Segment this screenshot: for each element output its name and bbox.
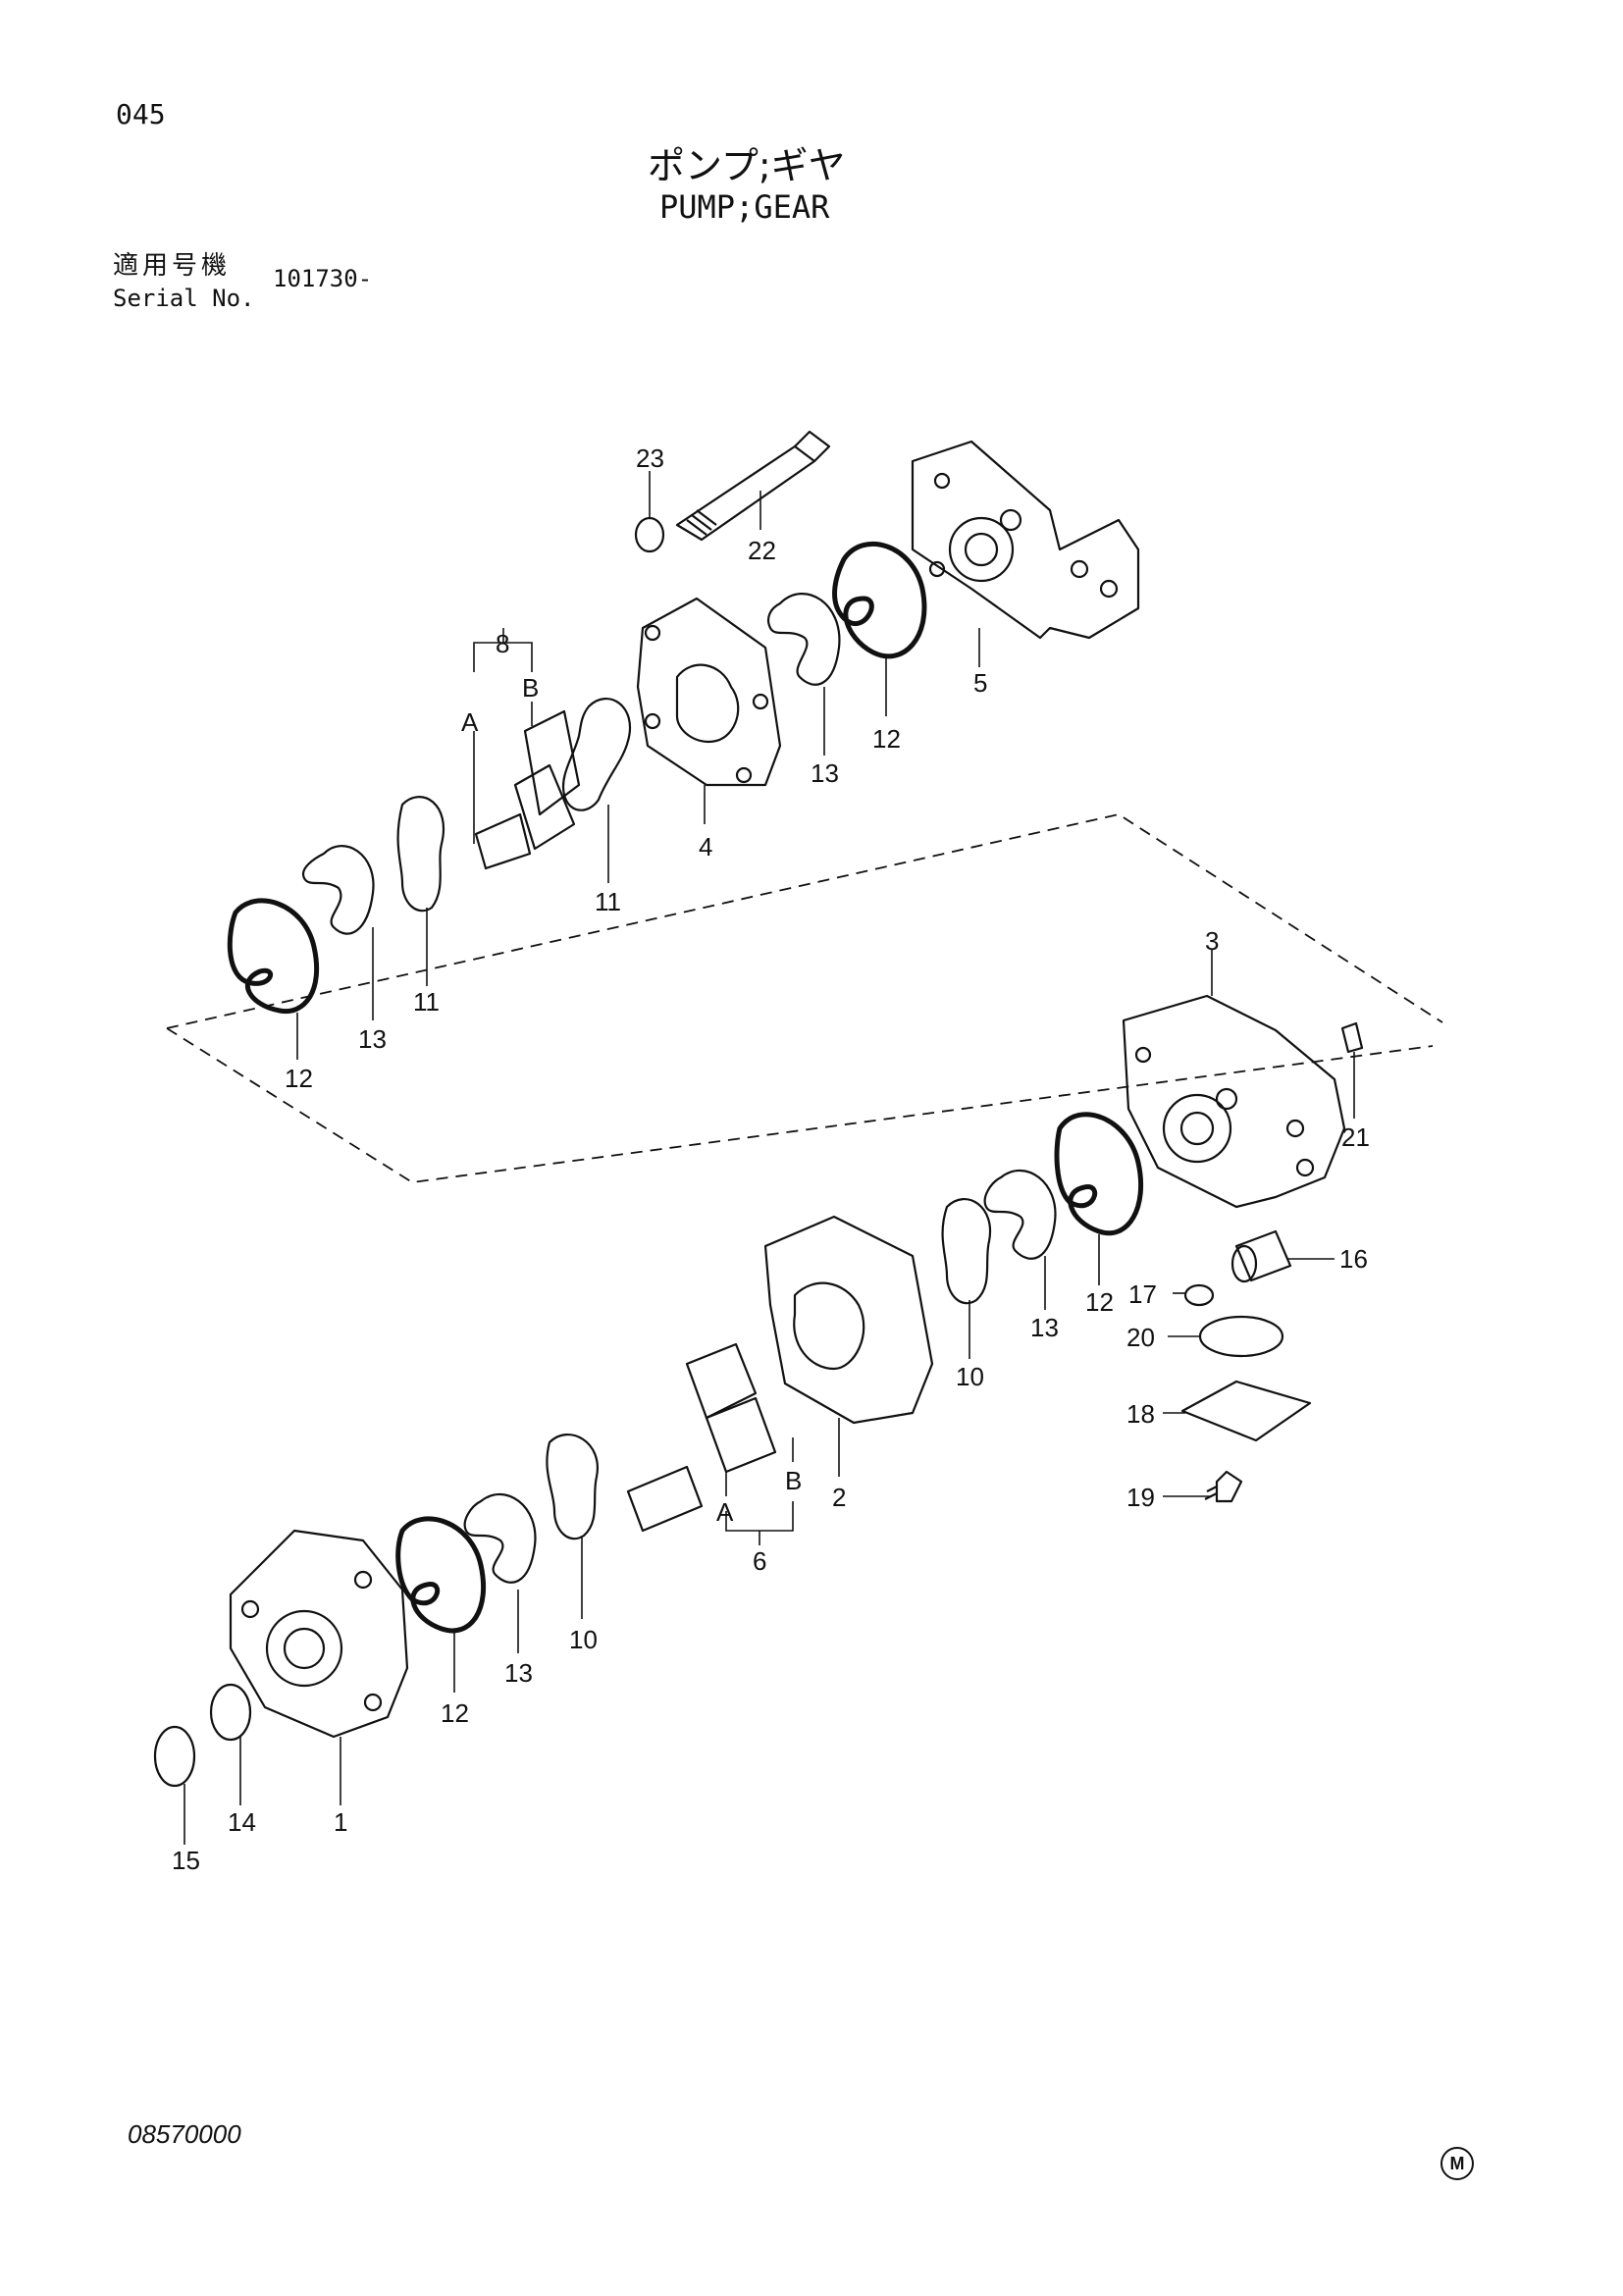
callout-22: 22	[748, 536, 776, 565]
part-13-gasket-lower-right	[983, 1169, 1057, 1260]
callout-2: 2	[832, 1483, 846, 1512]
callout-10: 10	[956, 1362, 984, 1391]
part-13-gasket-left	[301, 845, 375, 935]
dashed-alignment-line	[166, 813, 1443, 1183]
page-title-english: PUMP;GEAR	[659, 188, 830, 226]
callout-12: 12	[872, 724, 901, 754]
part-14-oil-seal	[209, 1683, 252, 1742]
part-13-gasket-upper	[766, 593, 841, 686]
leader-lines	[183, 471, 1355, 1845]
part-16-bearing	[1230, 1229, 1292, 1283]
part-5-cover	[911, 440, 1140, 640]
callout-11: 11	[413, 987, 440, 1017]
callout-13: 13	[358, 1024, 387, 1054]
serial-label-english: Serial No.	[113, 285, 255, 312]
part-22-bolt	[675, 430, 831, 542]
page-number: 045	[116, 98, 166, 130]
part-10-plate-lower-right	[941, 1197, 992, 1305]
callout-23: 23	[636, 444, 664, 473]
part-4-body	[636, 597, 782, 787]
part-6-gear-shaft	[626, 1342, 777, 1533]
callout-15: 15	[172, 1846, 200, 1875]
callout-12: 12	[1085, 1287, 1114, 1317]
callout-13: 13	[811, 758, 839, 788]
callout-1: 1	[334, 1807, 347, 1837]
callout-4: 4	[699, 832, 712, 861]
part-2-body	[763, 1215, 934, 1425]
part-11-plate-left	[396, 796, 445, 913]
part-11-plate-upper	[561, 697, 631, 811]
callout-5: 5	[973, 668, 987, 698]
part-17-ring	[1183, 1283, 1215, 1307]
callout-14: 14	[228, 1807, 256, 1837]
document-number: 08570000	[128, 2119, 241, 2149]
part-13-gasket-lower-left	[463, 1492, 537, 1584]
part-12-seal-left	[227, 898, 320, 1015]
page-title-japanese: ポンプ;ギヤ	[648, 144, 846, 187]
part-15-snap-ring	[153, 1725, 196, 1788]
callout-13: 13	[504, 1658, 533, 1688]
callout-label-b: B	[522, 673, 539, 703]
callout-19: 19	[1126, 1483, 1155, 1512]
part-3-cover	[1122, 994, 1346, 1209]
callout-6: 6	[753, 1546, 766, 1576]
part-20-o-ring	[1198, 1315, 1284, 1358]
callout-12: 12	[285, 1064, 313, 1093]
callout-3: 3	[1205, 926, 1219, 956]
callout-21: 21	[1341, 1122, 1370, 1152]
part-12-seal-lower-left	[395, 1516, 487, 1634]
part-8-gear-shaft	[474, 709, 581, 870]
serial-number-value: 101730-	[273, 265, 373, 292]
part-21-pin	[1340, 1021, 1364, 1054]
callout-8: 8	[496, 629, 509, 658]
part-18-plate	[1180, 1380, 1312, 1442]
callout-20: 20	[1126, 1323, 1155, 1352]
callout-13: 13	[1030, 1313, 1059, 1342]
part-23-washer	[634, 516, 665, 553]
callout-label-a: A	[461, 707, 479, 737]
callout-16: 16	[1339, 1244, 1368, 1274]
callout-label-a: A	[716, 1497, 734, 1527]
callout-18: 18	[1126, 1399, 1155, 1429]
manual-mark-icon: M	[1440, 2147, 1474, 2180]
part-12-seal-upper	[832, 541, 927, 659]
callout-10: 10	[569, 1625, 598, 1654]
part-12-seal-lower-right	[1054, 1112, 1144, 1236]
serial-label-japanese: 適用号機	[113, 251, 232, 281]
callout-12: 12	[441, 1698, 469, 1728]
part-10-plate-lower-left	[546, 1433, 600, 1540]
callout-label-b: B	[785, 1466, 802, 1495]
callout-17: 17	[1128, 1279, 1157, 1309]
callout-11: 11	[595, 887, 621, 916]
part-1-front-cover	[229, 1529, 409, 1739]
